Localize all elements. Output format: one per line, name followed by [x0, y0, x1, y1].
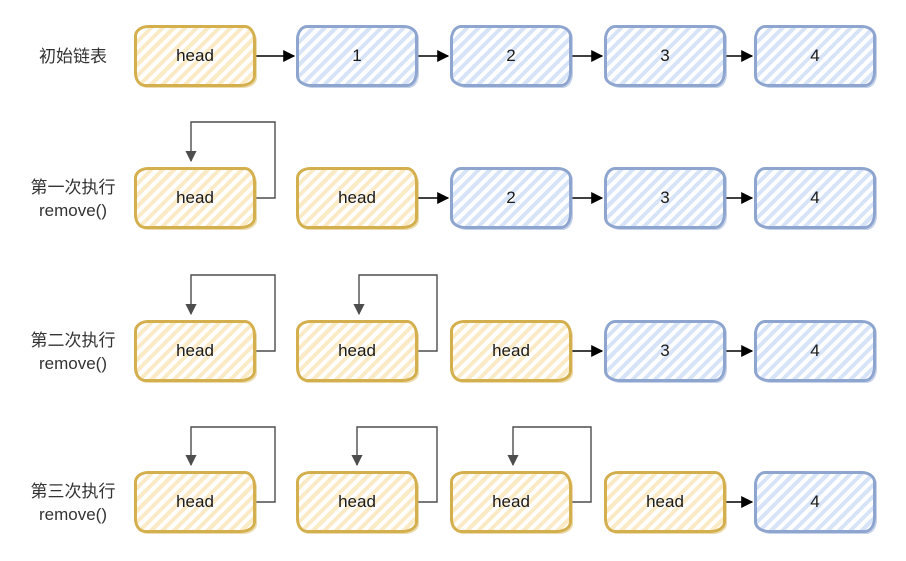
node-label: head: [176, 341, 214, 360]
list-node-4: 4: [754, 471, 876, 533]
node-label: head: [176, 46, 214, 65]
node-label: 4: [810, 188, 820, 207]
row-label-line: 第一次执行: [30, 178, 116, 197]
node-label: 3: [660, 46, 670, 65]
list-node-head-detached: head: [450, 471, 572, 533]
node-label: head: [338, 492, 376, 511]
node-label: 1: [352, 46, 362, 65]
list-node-head-detached: head: [296, 320, 418, 382]
list-node-4: 4: [754, 25, 876, 87]
row-label-line: 第三次执行: [30, 482, 116, 501]
list-node-head: head: [450, 320, 572, 382]
list-node-3: 3: [604, 25, 726, 87]
list-node-2: 2: [450, 167, 572, 229]
node-label: head: [338, 341, 376, 360]
node-label: head: [492, 341, 530, 360]
node-label: head: [338, 188, 376, 207]
list-node-head-detached: head: [296, 471, 418, 533]
list-node-head: head: [134, 25, 256, 87]
row-label-line: 第二次执行: [30, 331, 116, 350]
node-label: 4: [810, 46, 820, 65]
node-label: head: [492, 492, 530, 511]
row-label-first-remove: 第一次执行 remove(): [6, 176, 140, 222]
row-label-initial: 初始链表: [6, 45, 140, 68]
list-node-head: head: [296, 167, 418, 229]
list-node-head-detached: head: [134, 320, 256, 382]
node-label: 2: [506, 188, 516, 207]
row-label-line: remove(): [38, 505, 107, 524]
list-node-3: 3: [604, 320, 726, 382]
row-label-second-remove: 第二次执行 remove(): [6, 329, 140, 375]
node-label: 4: [810, 341, 820, 360]
node-label: head: [646, 492, 684, 511]
list-node-head-detached: head: [134, 471, 256, 533]
list-node-1: 1: [296, 25, 418, 87]
node-label: head: [176, 188, 214, 207]
row-label-line: remove(): [38, 201, 107, 220]
row-label-third-remove: 第三次执行 remove(): [6, 480, 140, 526]
list-node-4: 4: [754, 320, 876, 382]
list-node-3: 3: [604, 167, 726, 229]
row-label-line: remove(): [38, 354, 107, 373]
node-label: 3: [660, 188, 670, 207]
node-label: head: [176, 492, 214, 511]
list-node-2: 2: [450, 25, 572, 87]
list-node-4: 4: [754, 167, 876, 229]
node-label: 2: [506, 46, 516, 65]
list-node-head-detached: head: [134, 167, 256, 229]
node-label: 4: [810, 492, 820, 511]
row-label-line: 初始链表: [39, 47, 107, 66]
list-node-head: head: [604, 471, 726, 533]
node-label: 3: [660, 341, 670, 360]
